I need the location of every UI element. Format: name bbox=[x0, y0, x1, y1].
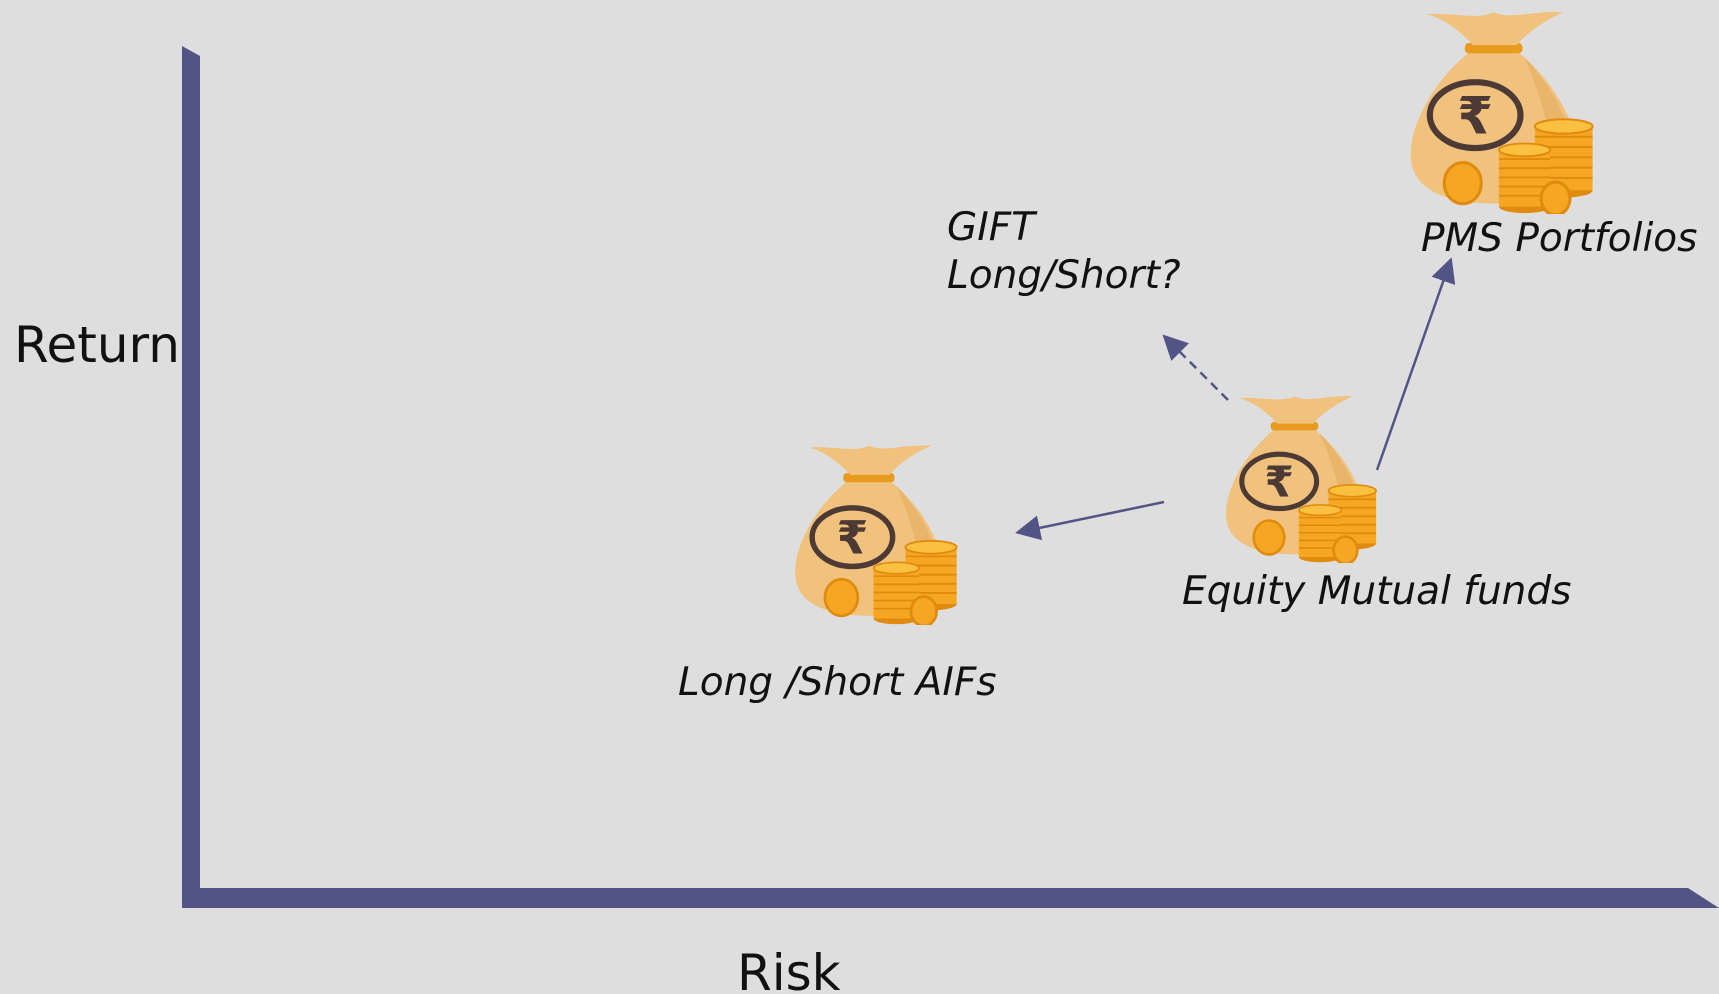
y-axis bbox=[182, 46, 200, 908]
gift-label-line2: Long/Short? bbox=[947, 253, 1181, 298]
aif-label: Long /Short AIFs bbox=[678, 660, 997, 705]
x-axis-label: Risk bbox=[737, 944, 841, 994]
pms-money-bag-icon bbox=[1411, 12, 1593, 215]
arrow-to-gift bbox=[1162, 334, 1229, 401]
arrow-to-aif bbox=[1015, 500, 1165, 541]
x-axis bbox=[182, 888, 1719, 908]
aif-money-bag-icon bbox=[795, 445, 957, 626]
pms-label: PMS Portfolios bbox=[1421, 216, 1697, 261]
gift-label-line1: GIFT bbox=[947, 205, 1038, 250]
equity-label: Equity Mutual funds bbox=[1182, 569, 1571, 614]
equity-money-bag-icon bbox=[1226, 396, 1376, 564]
y-axis-label: Return bbox=[14, 316, 180, 374]
arrow-to-pms bbox=[1375, 257, 1456, 471]
